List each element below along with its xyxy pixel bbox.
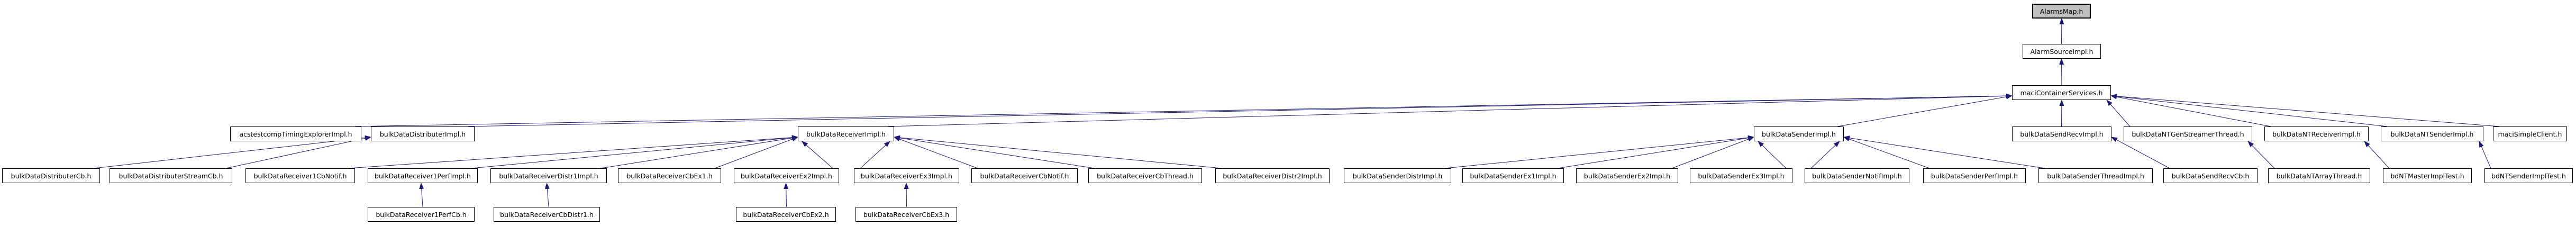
node-bulkdatadistributercb-h[interactable]: bulkDataDistributerCb.h [2, 168, 100, 183]
node-bdntsenderimpltest-h[interactable]: bdNTSenderImplTest.h [2484, 168, 2573, 183]
edge-bulkdatantgenstreamerthread-hto-macicontainerservices-h [2106, 100, 2131, 127]
node-bulkdatantarraythread-h[interactable]: bulkDataNTArrayThread.h [2268, 168, 2370, 183]
node-bulkdatadistributerimpl-h[interactable]: bulkDataDistributerImpl.h [371, 126, 475, 141]
edge-bulkdatantreceiverimpl-hto-macicontainerservices-h [2110, 94, 2271, 127]
node-bulkdatareceiver1perfimpl-h[interactable]: bulkDataReceiver1PerfImpl.h [368, 168, 478, 183]
node-bdntmasterimpltest-h[interactable]: bdNTMasterImplTest.h [2383, 168, 2472, 183]
edge-bulkdatantsenderimpl-hto-macicontainerservices-h [2110, 94, 2388, 127]
edge-bulkdatasenderex3impl-hto-bulkdatasenderimpl-h [1758, 141, 1787, 169]
node-bulkdatareceivercbex3-h[interactable]: bulkDataReceiverCbEx3.h [855, 207, 957, 222]
node-bulkdatasenderimpl-h[interactable]: bulkDataSenderImpl.h [1754, 126, 1844, 141]
edge-bulkdatasenderex2impl-hto-bulkdatasenderimpl-h [1671, 137, 1754, 169]
edge-bulkdatareceivercbdistr1-hto-bulkdatareceiverdistr1impl-h [544, 183, 550, 207]
node-bulkdatareceivercbthread-h[interactable]: bulkDataReceiverCbThread.h [1088, 168, 1202, 183]
edge-bulkdatareceiverex3impl-hto-bulkdatareceiverimpl-h [860, 141, 890, 169]
edge-bulkdatantarraythread-hto-bulkdatantgenstreamerthread-h [2247, 141, 2275, 169]
edge-bulkdatareceivercbex2-hto-bulkdatareceiverex2impl-h [784, 183, 789, 207]
node-bulkdatasendernotifimpl-h[interactable]: bulkDataSenderNotifImpl.h [1805, 168, 1909, 183]
node-alarmsourceimpl-h[interactable]: AlarmSourceImpl.h [2023, 44, 2101, 59]
node-bulkdatareceiverex2impl-h[interactable]: bulkDataReceiverEx2Impl.h [734, 168, 839, 183]
edge-macisimpleclient-hto-macicontainerservices-h [2110, 94, 2500, 127]
edge-bulkdatareceivercbex1-hto-bulkdatareceiverimpl-h [714, 137, 798, 169]
edge-bdntmasterimpltest-hto-bulkdatantreceiverimpl-h [2364, 141, 2390, 169]
edge-bulkdatasenderdistrimpl-hto-bulkdatasenderimpl-h [1444, 135, 1754, 169]
node-bulkdatantreceiverimpl-h[interactable]: bulkDataNTReceiverImpl.h [2264, 126, 2369, 141]
edge-bulkdatareceivercbnotif-hto-bulkdatareceiverimpl-h [894, 137, 978, 169]
node-bulkdatasendrecvimpl-h[interactable]: bulkDataSendRecvImpl.h [2012, 126, 2111, 141]
node-bulkdatareceiverdistr1impl-h[interactable]: bulkDataReceiverDistr1Impl.h [490, 168, 607, 183]
edge-bdntsenderimpltest-hto-bulkdatantsenderimpl-h [2479, 141, 2491, 169]
node-bulkdatasenderperfimpl-h[interactable]: bulkDataSenderPerfImpl.h [1923, 168, 2026, 183]
node-bulkdatareceivercbex2-h[interactable]: bulkDataReceiverCbEx2.h [736, 207, 836, 222]
node-bulkdatasenderex1impl-h[interactable]: bulkDataSenderEx1Impl.h [1462, 168, 1564, 183]
edge-bulkdatareceiverex2impl-hto-bulkdatareceiverimpl-h [802, 141, 833, 169]
node-alarmsmap-h[interactable]: AlarmsMap.h [2032, 4, 2091, 19]
edge-bulkdatareceiverimpl-hto-macicontainerservices-h [887, 93, 2013, 127]
node-bulkdatareceivercbnotif-h[interactable]: bulkDataReceiverCbNotif.h [971, 168, 1078, 183]
edge-bulkdatareceiverdistr2impl-hto-bulkdatareceiverimpl-h [894, 135, 1222, 169]
node-acstestcomptimingexplorerimpl-h[interactable]: acstestcompTimingExplorerImpl.h [230, 126, 361, 141]
node-bulkdatasenderex2impl-h[interactable]: bulkDataSenderEx2Impl.h [1576, 168, 1678, 183]
edge-bulkdatareceiver1cbnotif-hto-bulkdatareceiverimpl-h [348, 135, 798, 169]
node-macicontainerservices-h[interactable]: maciContainerServices.h [2012, 85, 2111, 100]
edge-bulkdatareceivercbthread-hto-bulkdatareceiverimpl-h [894, 135, 1095, 169]
node-bulkdatantgenstreamerthread-h[interactable]: bulkDataNTGenStreamerThread.h [2124, 126, 2252, 141]
edge-bulkdatadistributercb-hto-bulkdatadistributerimpl-h [93, 135, 371, 169]
node-bulkdatasenderthreadimpl-h[interactable]: bulkDataSenderThreadImpl.h [2038, 168, 2153, 183]
node-bulkdatasenderex3impl-h[interactable]: bulkDataSenderEx3Impl.h [1690, 168, 1792, 183]
edge-bulkdatasenderthreadimpl-hto-bulkdatasenderimpl-h [1843, 135, 2045, 169]
edge-acstestcomptimingexplorerimpl-hto-macicontainerservices-h [354, 93, 2013, 127]
edge-bulkdatareceiverdistr1impl-hto-bulkdatareceiverimpl-h [600, 135, 798, 169]
node-bulkdatareceivercbdistr1-h[interactable]: bulkDataReceiverCbDistr1.h [494, 207, 600, 222]
edge-bulkdatasendrecvcb-hto-bulkdatasendrecvimpl-h [2111, 137, 2170, 169]
node-bulkdatareceiver1perfcb-h[interactable]: bulkDataReceiver1PerfCb.h [368, 207, 475, 222]
node-bulkdatasendrecvcb-h[interactable]: bulkDataSendRecvCb.h [2163, 168, 2258, 183]
edge-bulkdatareceivercbex3-hto-bulkdatareceiverex3impl-h [904, 183, 909, 207]
edge-bulkdatasenderex1impl-hto-bulkdatasenderimpl-h [1557, 135, 1754, 169]
node-bulkdatasenderdistrimpl-h[interactable]: bulkDataSenderDistrImpl.h [1344, 168, 1451, 183]
node-bulkdatantsenderimpl-h[interactable]: bulkDataNTSenderImpl.h [2381, 126, 2483, 141]
edge-bulkdatasenderimpl-hto-macicontainerservices-h [1837, 94, 2013, 127]
edge-bulkdatadistributerimpl-hto-macicontainerservices-h [468, 93, 2013, 127]
edge-bulkdatareceiver1perfcb-hto-bulkdatareceiver1perfimpl-h [419, 183, 424, 207]
node-bulkdatareceiver1cbnotif-h[interactable]: bulkDataReceiver1CbNotif.h [245, 168, 355, 183]
node-bulkdatareceiverdistr2impl-h[interactable]: bulkDataReceiverDistr2Impl.h [1215, 168, 1330, 183]
edge-bulkdatadistributerstreamcb-hto-bulkdatadistributerimpl-h [225, 135, 371, 169]
edge-bulkdatareceiver1perfimpl-hto-bulkdatareceiverimpl-h [471, 135, 798, 169]
node-bulkdatadistributerstreamcb-h[interactable]: bulkDataDistributerStreamCb.h [110, 168, 232, 183]
edge-bulkdatasenderperfimpl-hto-bulkdatasenderimpl-h [1843, 137, 1930, 169]
node-bulkdatareceiverimpl-h[interactable]: bulkDataReceiverImpl.h [798, 126, 894, 141]
edge-bulkdatasendernotifimpl-hto-bulkdatasenderimpl-h [1810, 141, 1840, 169]
node-bulkdatareceivercbex1-h[interactable]: bulkDataReceiverCbEx1.h [618, 168, 721, 183]
node-macisimpleclient-h[interactable]: maciSimpleClient.h [2493, 126, 2567, 141]
node-bulkdatareceiverex3impl-h[interactable]: bulkDataReceiverEx3Impl.h [854, 168, 959, 183]
